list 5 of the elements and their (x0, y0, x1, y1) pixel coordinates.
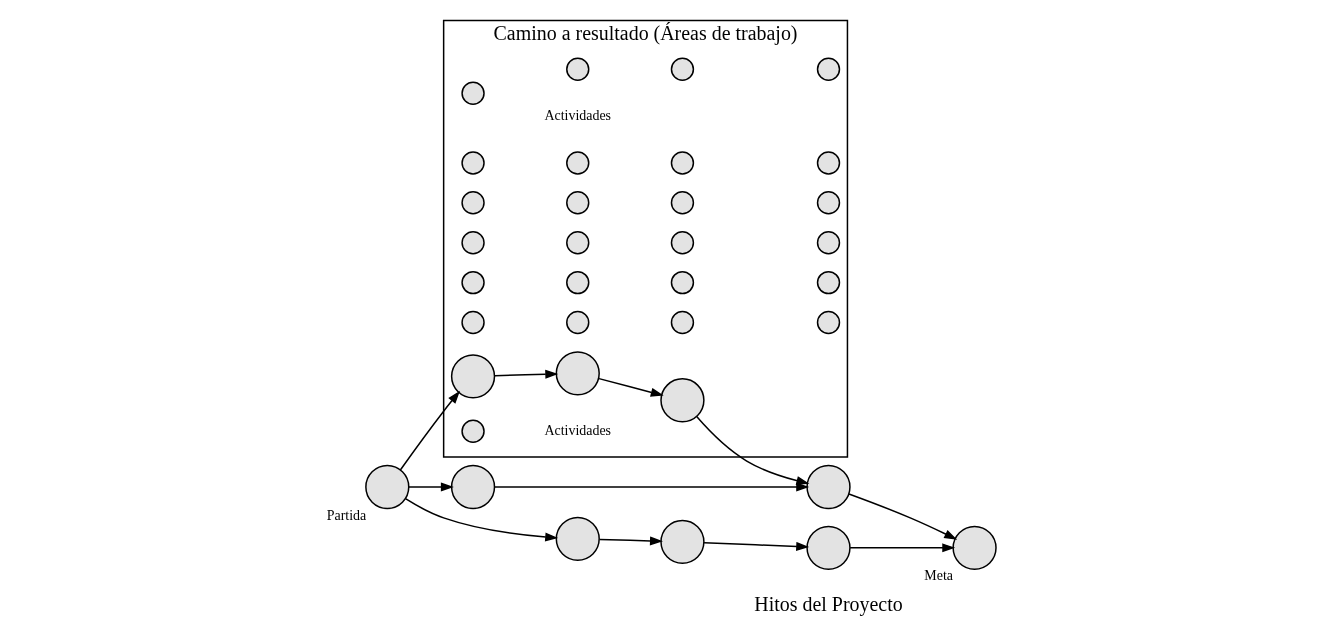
label: Actividades (543, 422, 611, 438)
label: Actividades (543, 107, 611, 123)
node-label: Meta (923, 568, 953, 584)
node-label: Partida (326, 507, 366, 523)
label: Hitos del Proyecto (753, 592, 903, 615)
